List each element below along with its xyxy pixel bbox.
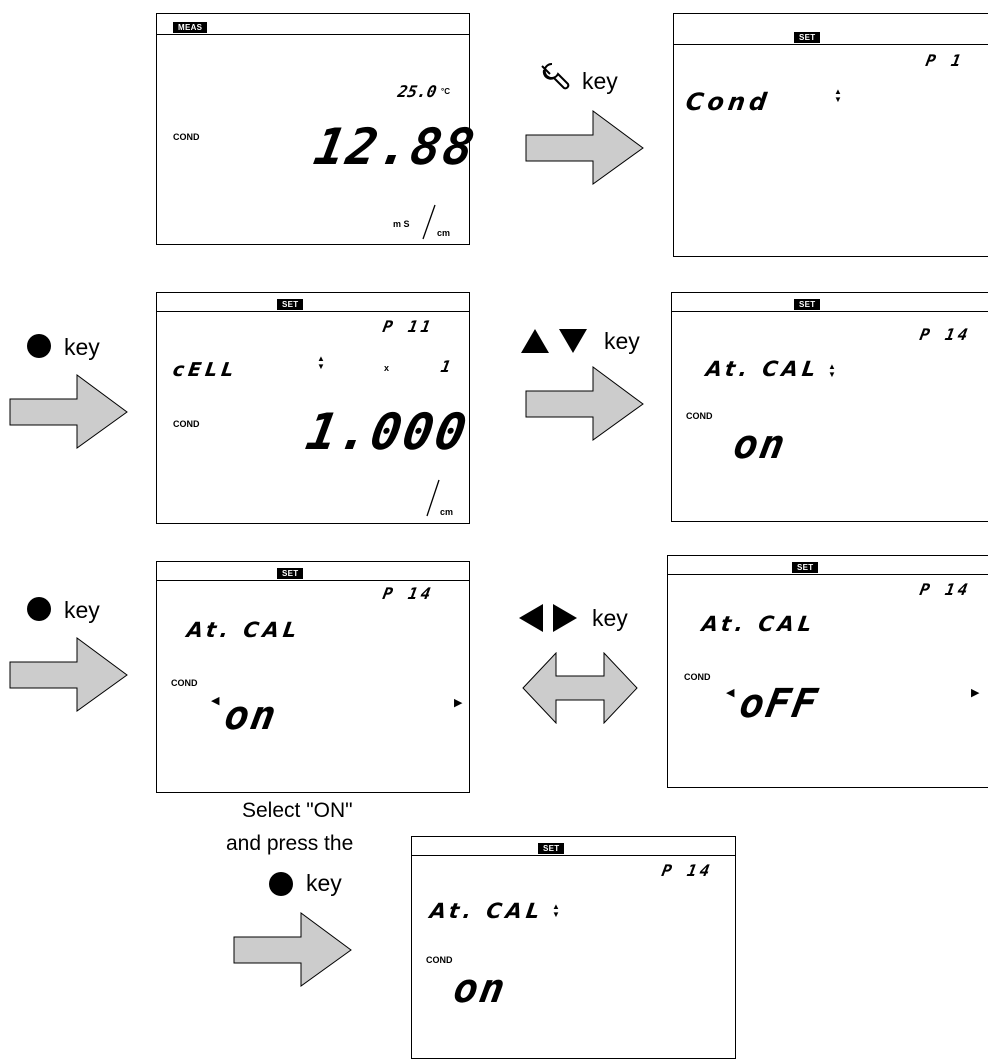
- param-number: P 14: [918, 580, 973, 599]
- cond-label: COND: [686, 411, 713, 421]
- wrench-key-label: key: [582, 68, 618, 94]
- mode-badge: SET: [792, 562, 819, 573]
- param-number: P 14: [381, 584, 436, 603]
- cond-label: COND: [684, 672, 711, 682]
- mode-badge: SET: [794, 299, 821, 310]
- updown-indicator: ▲▼: [552, 902, 560, 919]
- double-arrow: [522, 652, 638, 724]
- param-number: P 11: [381, 317, 436, 336]
- arrow-right-3: [525, 366, 644, 441]
- enter-key-icon: [27, 334, 51, 358]
- unit-slash: [426, 479, 440, 517]
- mode-badge: MEAS: [173, 22, 208, 33]
- param-name: At. CAL: [704, 357, 822, 381]
- temperature-readout: 25.0: [396, 82, 439, 101]
- enter-key-icon: [269, 872, 293, 896]
- temperature-unit: °C: [441, 87, 450, 96]
- cond-label: COND: [173, 132, 200, 142]
- lcd-screen-p14-select-off: SET P 14 At. CAL COND ◀ oFF ▶: [667, 555, 988, 788]
- multiplier-value: 1: [439, 357, 456, 376]
- arrow-right-2: [9, 374, 128, 449]
- multiplier-x: x: [384, 363, 390, 373]
- final-note-line1: Select "ON": [242, 799, 353, 822]
- wrench-icon: [541, 62, 570, 90]
- param-name: At. CAL: [185, 618, 303, 642]
- lcd-screen-p11: SET P 11 cELL ▲▼ x 1 COND 1.000 cm: [156, 292, 473, 524]
- updown-indicator: ▲▼: [834, 87, 842, 104]
- param-number: P 14: [660, 861, 715, 880]
- down-arrow-icon: [559, 329, 587, 353]
- mode-badge: SET: [794, 32, 821, 43]
- setting-value: on: [729, 422, 791, 468]
- arrow-right-4: [9, 637, 128, 712]
- param-number: P 14: [918, 325, 973, 344]
- lcd-screen-p14-confirmed: SET P 14 At. CAL ▲▼ COND on: [411, 836, 736, 1059]
- right-indicator: ▶: [454, 697, 463, 709]
- left-indicator: ◀: [211, 695, 220, 707]
- cell-constant-value: 1.000: [301, 403, 473, 461]
- cond-label: COND: [173, 419, 200, 429]
- lcd-screen-meas: MEAS 25.0 °C COND 12.88 m S cm: [156, 13, 481, 245]
- param-name: cELL: [171, 359, 240, 381]
- arrow-right-5: [233, 912, 352, 987]
- leftright-key-label: key: [592, 605, 628, 631]
- arrow-right-1: [525, 110, 644, 185]
- mode-badge: SET: [277, 299, 304, 310]
- left-arrow-icon: [519, 604, 543, 632]
- unit-ms: m S: [393, 219, 410, 229]
- main-value: 12.88: [309, 118, 481, 176]
- param-name: At. CAL: [700, 612, 818, 636]
- cond-label: COND: [171, 678, 198, 688]
- left-indicator: ◀: [726, 687, 735, 699]
- enter-key-icon: [27, 597, 51, 621]
- lcd-screen-p1: SET P 1 Cond ▲▼: [673, 13, 988, 257]
- unit-cm: cm: [437, 228, 451, 238]
- lcd-screen-p14-on: SET P 14 At. CAL ▲▼ COND on: [671, 292, 988, 522]
- unit-slash: [422, 204, 436, 240]
- updown-key-label: key: [604, 328, 640, 354]
- up-arrow-icon: [521, 329, 549, 353]
- setting-value: on: [220, 693, 282, 739]
- setting-value: oFF: [735, 681, 823, 727]
- updown-indicator: ▲▼: [317, 354, 325, 371]
- right-arrow-icon: [553, 604, 577, 632]
- final-key-label: key: [306, 870, 342, 896]
- setting-value: on: [449, 966, 511, 1012]
- param-name: Cond: [684, 88, 773, 116]
- mode-badge: SET: [538, 843, 565, 854]
- cond-label: COND: [426, 955, 453, 965]
- right-indicator: ▶: [971, 687, 980, 699]
- lcd-screen-p14-select-on: SET P 14 At. CAL COND ◀ on ▶: [156, 561, 470, 793]
- enter-key-label-1: key: [64, 334, 100, 360]
- updown-indicator: ▲▼: [828, 362, 836, 379]
- final-note-line2: and press the: [226, 832, 354, 855]
- param-number: P 1: [924, 51, 966, 70]
- mode-badge: SET: [277, 568, 304, 579]
- unit-cm: cm: [440, 507, 454, 517]
- param-name: At. CAL: [428, 899, 546, 923]
- enter-key-label-2: key: [64, 597, 100, 623]
